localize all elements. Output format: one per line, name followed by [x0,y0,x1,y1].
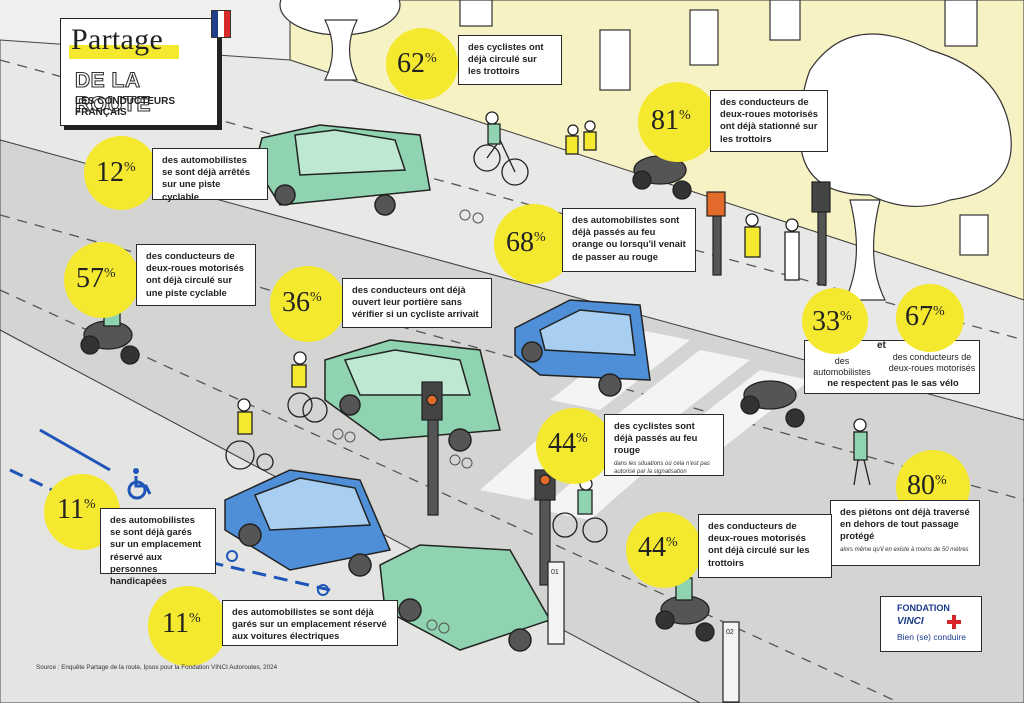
stat-text: des conducteurs de deux-roues motorisés … [698,514,832,578]
stat-percent: 80 [907,470,935,501]
title-highlight [69,45,179,59]
bicycle-icon [332,209,484,634]
stat-percent-b: 67 [905,301,933,332]
parking-posts [547,561,740,703]
stat-text: des conducteurs ont déjà ouvert leur por… [342,278,492,328]
fondation-vinci-logo: FONDATION VINCI Bien (se) conduire [880,596,982,652]
post-label-2: 02 [726,629,734,636]
stat-note: alors même qu'il en existe à moins de 50… [840,546,969,553]
stat-note: dans les situations où cela n'est pas au… [614,460,710,475]
title-tagline: LES CONDUCTEURS FRANÇAIS [75,96,176,118]
stat-text: des automobilistes se sont déjà arrêtés … [152,148,268,202]
stat-text: des cyclistes sont déjà passés au feu ro… [614,420,698,456]
cars [224,124,651,652]
scooters [80,155,805,642]
source-note: Source : Enquête Partage de la route, Ip… [36,664,278,671]
stat-percent: 62 [397,48,425,79]
logo-line-2: VINCI [897,616,924,627]
title-main: Partage [71,23,164,56]
stat-label-b: des conducteurs de deux-roues motorisés [888,352,976,373]
stat-text: des automobilistes se sont déjà garés su… [100,508,216,586]
stat-text: des automobilistes sont déjà passés au f… [562,208,696,272]
stat-percent: 44 [548,428,576,459]
stat-percent: 57 [76,263,104,294]
tree [279,0,1012,301]
stat-percent: 68 [506,227,534,258]
stat-connector: et [877,340,886,351]
stat-percent: 11 [57,494,84,525]
title-subtitle: DE LA ROUTE [74,68,151,116]
logo-line-3: Bien (se) conduire [897,632,966,642]
wheelchair-icon [127,468,152,500]
stat-percent: 11 [162,608,189,639]
vinci-mark-icon [947,615,961,629]
stat-percent: 36 [282,287,310,318]
stat-text: des piétons ont déjà traversé en dehors … [840,506,970,542]
stat-percent-a: 33 [812,306,840,337]
electric-charging-icon [226,550,329,596]
logo-line-1: FONDATION [897,603,950,613]
stat-percent: 12 [96,157,124,188]
stat-text: des automobilistes se sont déjà garés su… [222,600,398,646]
stat-label-a: des automobilistes [813,356,871,377]
traffic-lights [421,181,831,586]
stat-text: des cyclistes ont déjà circulé sur les t… [458,35,562,85]
stat-percent: 44 [638,532,666,563]
title-box: Partage DE LA ROUTE LES CONDUCTEURS FRAN… [60,18,218,126]
stat-percent: 81 [651,105,679,136]
post-label-1: 01 [551,569,559,576]
french-flag-icon [211,10,231,38]
stat-text: des conducteurs de deux-roues motorisés … [710,90,828,152]
stat-text: des conducteurs de deux-roues motorisés … [136,244,256,306]
stat-caption: ne respectent pas le sas vélo [827,378,959,389]
